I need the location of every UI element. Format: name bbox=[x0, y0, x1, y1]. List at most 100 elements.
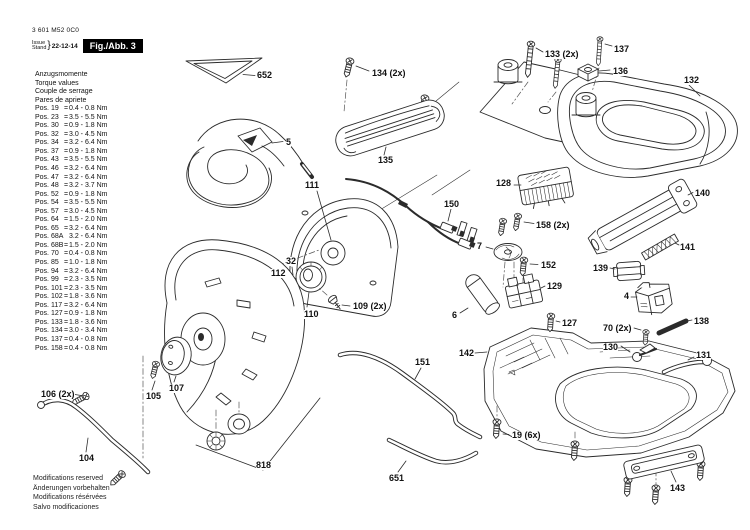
torque-row: Pos. 133 = 1.8 - 3.6 Nm bbox=[35, 319, 108, 328]
torque-pos: Pos. 99 bbox=[35, 276, 59, 284]
torque-row: Pos. 64 = 1.5 - 2.0 Nm bbox=[35, 216, 108, 225]
torque-value: 3.5 - 5.5 Nm bbox=[69, 199, 108, 207]
torque-pos: Pos. 23 bbox=[35, 113, 59, 121]
brace-glyph: } bbox=[47, 40, 51, 51]
torque-value: 0.9 - 1.8 Nm bbox=[69, 122, 108, 130]
part-callout: 112 bbox=[271, 268, 286, 278]
torque-eq: = bbox=[63, 241, 69, 249]
part-callout: 127 bbox=[562, 318, 578, 328]
torque-eq: = bbox=[63, 147, 69, 155]
part-652-art bbox=[185, 57, 263, 84]
torque-pos: Pos. 52 bbox=[35, 190, 59, 198]
torque-eq: = bbox=[63, 327, 69, 335]
part-callout: 135 bbox=[378, 155, 394, 165]
part-138-art bbox=[656, 318, 693, 336]
part-callout: 132 bbox=[684, 75, 700, 85]
torque-value: 3.2 - 6.4 Nm bbox=[69, 173, 108, 181]
torque-eq: = bbox=[63, 216, 69, 224]
torque-value: 3.2 - 6.4 Nm bbox=[69, 165, 108, 173]
torque-value: 3.5 - 5.5 Nm bbox=[69, 156, 108, 164]
torque-eq: = bbox=[63, 165, 69, 173]
figure-label: Fig./Abb. 3 bbox=[82, 39, 143, 53]
part-callout: 111 bbox=[305, 180, 320, 190]
torque-eq: = bbox=[63, 139, 69, 147]
torque-pos: Pos. 133 bbox=[35, 318, 63, 326]
part-callout: 109 (2x) bbox=[353, 301, 387, 311]
torque-row: Pos. 101 = 2.3 - 3.5 Nm bbox=[35, 285, 108, 294]
torque-eq: = bbox=[63, 267, 69, 275]
torque-pos: Pos. 137 bbox=[35, 335, 63, 343]
torque-pos: Pos. 94 bbox=[35, 267, 59, 275]
part-4-art bbox=[630, 282, 673, 316]
torque-value: 1.0 - 1.8 Nm bbox=[69, 259, 108, 267]
part-callout: 142 bbox=[459, 348, 475, 358]
torque-value: 3.2 - 6.4 Nm bbox=[69, 139, 108, 147]
note-line: Modifications résérvées bbox=[33, 494, 107, 502]
torque-pos: Pos. 30 bbox=[35, 122, 59, 130]
torque-row: Pos. 54 = 3.5 - 5.5 Nm bbox=[35, 199, 108, 208]
torque-row: Pos. 47 = 3.2 - 6.4 Nm bbox=[35, 174, 108, 183]
part-callout: 651 bbox=[389, 473, 405, 483]
torque-eq: = bbox=[63, 156, 69, 164]
torque-row: Pos. 68A 3.2 - 6.4 Nm bbox=[35, 233, 108, 242]
part-bearing-art bbox=[206, 413, 251, 451]
part-128-art bbox=[513, 166, 574, 209]
issue-date: 22-12-14 bbox=[51, 42, 78, 50]
torque-pos: Pos. 85 bbox=[35, 259, 59, 267]
torque-row: Pos. 30 = 0.9 - 1.8 Nm bbox=[35, 122, 108, 131]
part-106-art bbox=[69, 390, 128, 489]
part-152-art bbox=[518, 256, 539, 284]
torque-pos: Pos. 70 bbox=[35, 250, 59, 258]
torque-pos: Pos. 34 bbox=[35, 139, 59, 147]
part-143-art bbox=[623, 444, 705, 483]
torque-value: 1.8 - 3.6 Nm bbox=[69, 293, 108, 301]
part-callout: 139 bbox=[593, 263, 609, 273]
part-callout: 4 bbox=[624, 291, 630, 301]
part-132-art bbox=[479, 59, 738, 178]
part-callout: 32 bbox=[286, 256, 297, 266]
part-callout: 110 bbox=[304, 309, 319, 319]
torque-row: Pos. 32 = 3.0 - 4.5 Nm bbox=[35, 131, 108, 140]
part-callout: 150 bbox=[444, 199, 460, 209]
issue-stand-block: Issue Stand } 22-12-14 Fig./Abb. 3 bbox=[32, 39, 143, 53]
part-brushes-art bbox=[456, 220, 478, 244]
note-line: Modifications reserved bbox=[33, 475, 104, 482]
torque-table-rows: Pos. 19 = 0.4 - 0.8 Nm Pos. 23 = 3.5 - 5… bbox=[35, 105, 108, 353]
torque-row: Pos. 52 = 0.9 - 1.8 Nm bbox=[35, 191, 108, 200]
torque-row: Pos. 137 = 0.4 - 0.8 Nm bbox=[35, 336, 108, 345]
part-130-art bbox=[620, 343, 658, 362]
part-callout: 107 bbox=[169, 383, 185, 393]
torque-value: 0.9 - 1.8 Nm bbox=[69, 310, 108, 318]
torque-value: 3.2 - 6.4 Nm bbox=[69, 267, 108, 275]
part-callout: 151 bbox=[415, 357, 431, 367]
part-callout: 138 bbox=[694, 316, 710, 326]
torque-row: Pos. 117 = 3.2 - 6.4 Nm bbox=[35, 302, 108, 311]
part-callout: 152 bbox=[541, 260, 557, 270]
part-151-art bbox=[337, 350, 483, 440]
torque-eq: = bbox=[63, 335, 69, 343]
part-129-art bbox=[505, 273, 546, 309]
torque-eq: = bbox=[63, 344, 69, 352]
torque-value: 3.5 - 5.5 Nm bbox=[69, 113, 108, 121]
torque-value: 0.4 - 0.8 Nm bbox=[69, 250, 108, 258]
torque-row: Pos. 102 = 1.8 - 3.6 Nm bbox=[35, 293, 108, 302]
torque-eq: = bbox=[63, 284, 69, 292]
part-104-art bbox=[37, 397, 151, 475]
torque-pos: Pos. 64 bbox=[35, 216, 59, 224]
part-127-art bbox=[545, 312, 561, 333]
torque-row: Pos. 85 = 1.0 - 1.8 Nm bbox=[35, 259, 108, 268]
issue-label: Issue bbox=[32, 39, 46, 46]
part-callout: 5 bbox=[286, 137, 292, 147]
part-callout: 130 bbox=[603, 342, 619, 352]
part-651-art bbox=[386, 437, 479, 473]
torque-row: Pos. 65 = 3.2 - 6.4 Nm bbox=[35, 225, 108, 234]
torque-row: Pos. 19 = 0.4 - 0.8 Nm bbox=[35, 105, 108, 114]
part-callout: 6 bbox=[452, 310, 458, 320]
torque-row: Pos. 23 = 3.5 - 5.5 Nm bbox=[35, 114, 108, 123]
torque-pos: Pos. 68A bbox=[35, 233, 64, 241]
torque-pos: Pos. 48 bbox=[35, 182, 59, 190]
torque-eq: = bbox=[63, 250, 69, 258]
torque-pos: Pos. 134 bbox=[35, 327, 63, 335]
